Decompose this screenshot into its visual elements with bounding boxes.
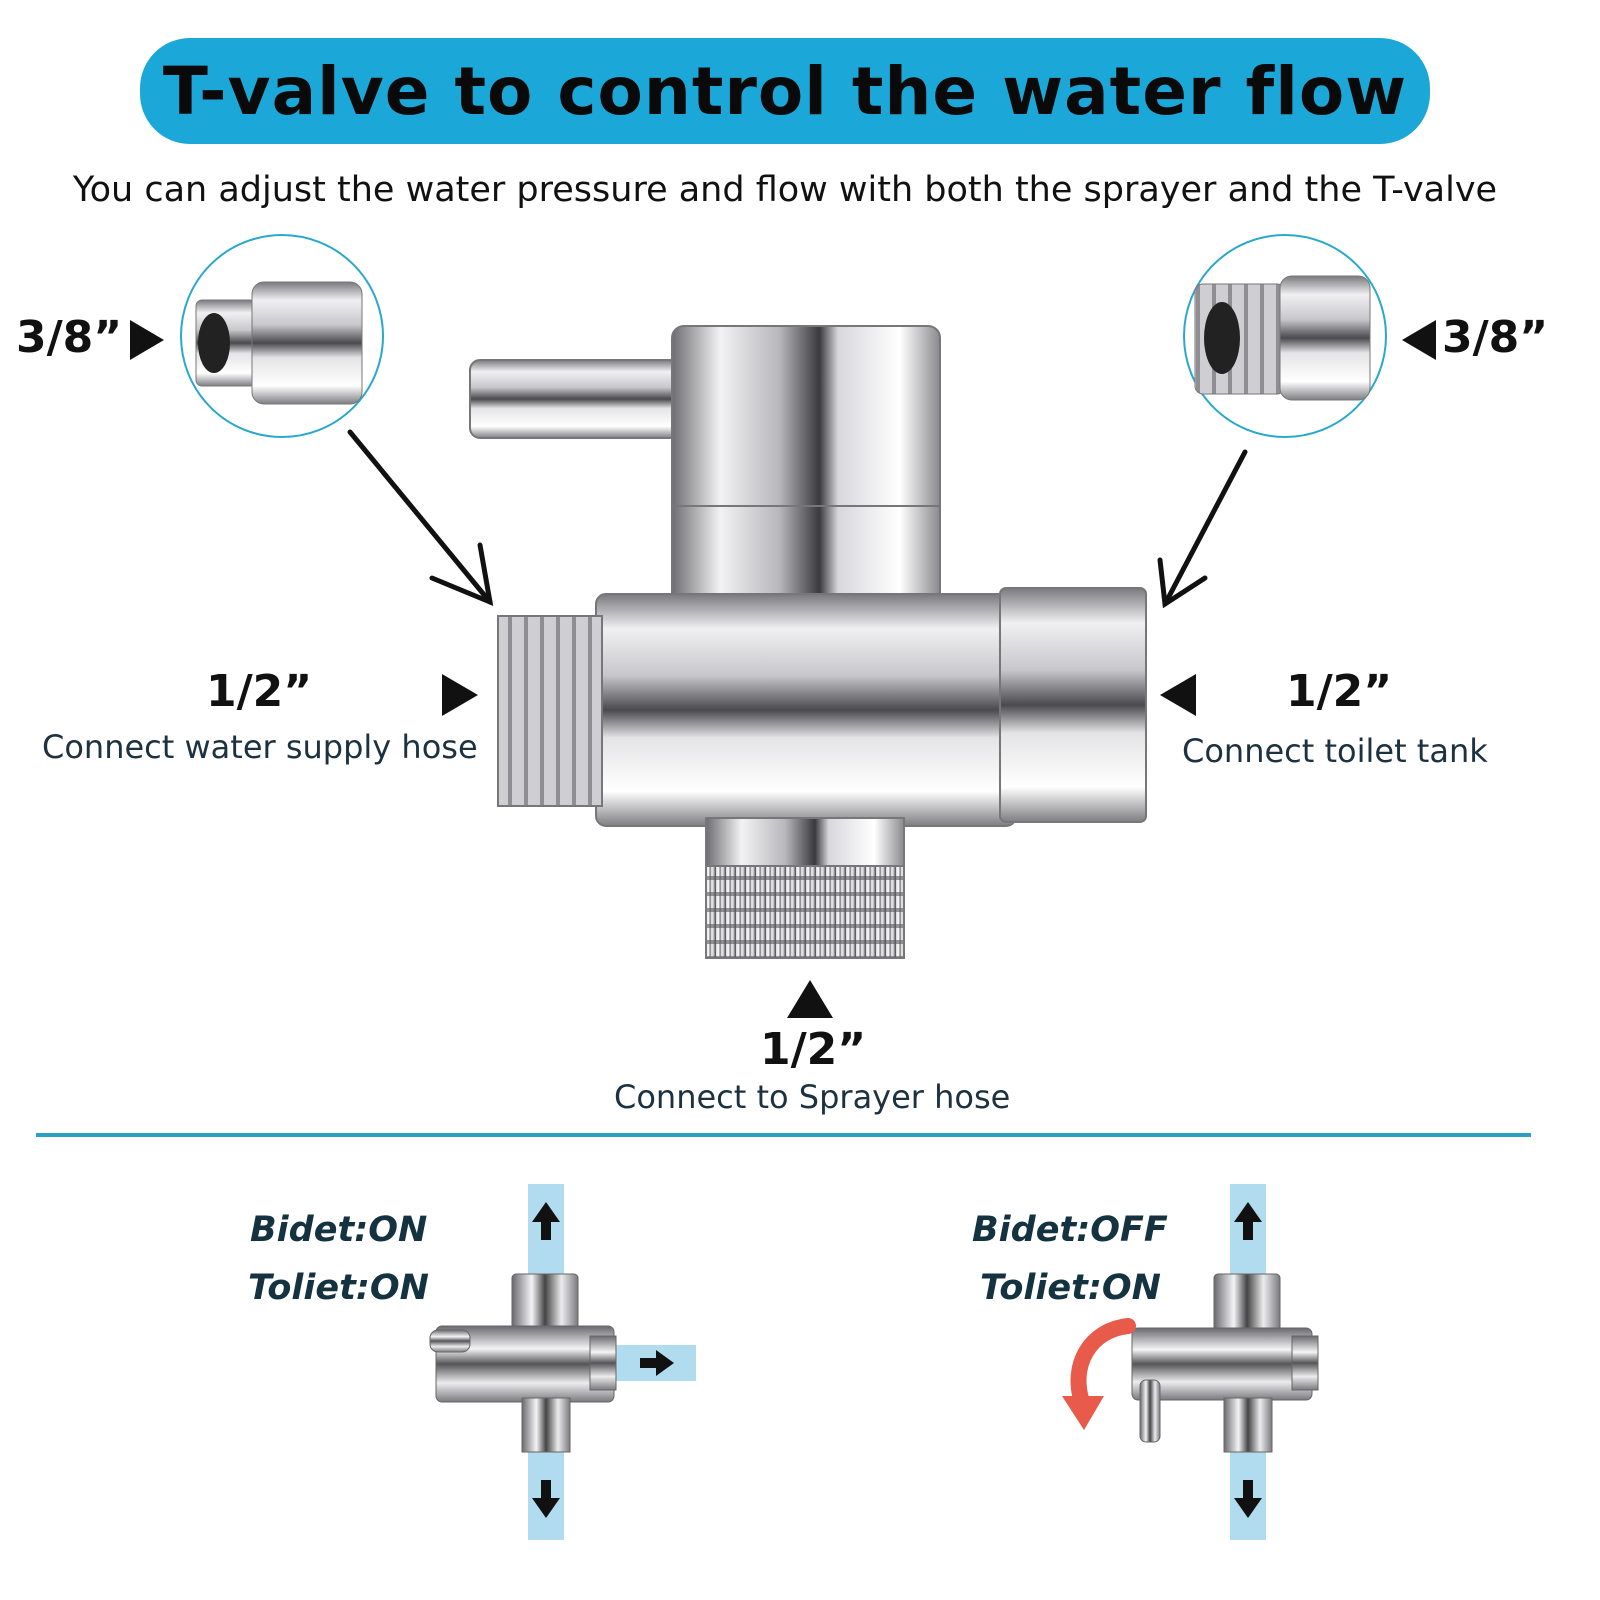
left-inlet-fitting-closeup bbox=[180, 234, 384, 438]
triangle-left-icon bbox=[1402, 320, 1436, 360]
arrow-down-icon bbox=[532, 1480, 560, 1518]
flow-state-diagrams bbox=[429, 1184, 1319, 1540]
t-valve-diagram bbox=[130, 234, 1436, 1018]
triangle-right-icon bbox=[130, 320, 164, 360]
rotate-arrow-icon bbox=[1070, 1318, 1136, 1410]
arrow-right-icon bbox=[640, 1350, 674, 1376]
right-port-description: Connect toilet tank bbox=[1182, 732, 1488, 770]
triangle-right-icon bbox=[442, 674, 478, 716]
state-off-toilet: Toliet:ON bbox=[980, 1268, 1161, 1308]
valve-top-body bbox=[671, 325, 941, 617]
bottom-neck bbox=[705, 817, 905, 869]
left-inlet-size: 3/8” bbox=[16, 312, 123, 363]
valve-main-body bbox=[595, 587, 1147, 827]
page-title: T-valve to control the water flow bbox=[162, 52, 1408, 130]
arrow-up-icon bbox=[1234, 1202, 1262, 1240]
arrow-down-icon bbox=[1234, 1480, 1262, 1518]
triangle-left-icon bbox=[1160, 674, 1196, 716]
pointer-arrow-right bbox=[1157, 449, 1248, 609]
bottom-thread bbox=[705, 865, 905, 959]
left-port-size: 1/2” bbox=[206, 666, 313, 717]
bidet-on-diagram bbox=[429, 1184, 696, 1540]
title-banner: T-valve to control the water flow bbox=[140, 38, 1430, 144]
subtitle: You can adjust the water pressure and fl… bbox=[72, 170, 1498, 210]
state-on-toilet: Toliet:ON bbox=[248, 1268, 429, 1308]
state-off-bidet: Bidet:OFF bbox=[972, 1210, 1168, 1250]
rotate-arrow-head-icon bbox=[1062, 1396, 1104, 1430]
pointer-arrow-left bbox=[347, 429, 494, 607]
bottom-port-size: 1/2” bbox=[760, 1024, 867, 1075]
valve-handle bbox=[469, 359, 681, 439]
triangle-up-icon bbox=[787, 980, 833, 1018]
left-port-description: Connect water supply hose bbox=[42, 728, 478, 766]
bottom-port-description: Connect to Sprayer hose bbox=[614, 1078, 1011, 1116]
right-inlet-size: 3/8” bbox=[1442, 312, 1549, 363]
right-inlet-fitting-closeup bbox=[1183, 234, 1387, 438]
arrow-up-icon bbox=[532, 1202, 560, 1240]
section-divider bbox=[36, 1133, 1531, 1137]
bidet-off-diagram bbox=[1062, 1184, 1319, 1540]
right-port-size: 1/2” bbox=[1286, 666, 1393, 717]
state-on-bidet: Bidet:ON bbox=[250, 1210, 428, 1250]
left-thread bbox=[497, 615, 603, 807]
